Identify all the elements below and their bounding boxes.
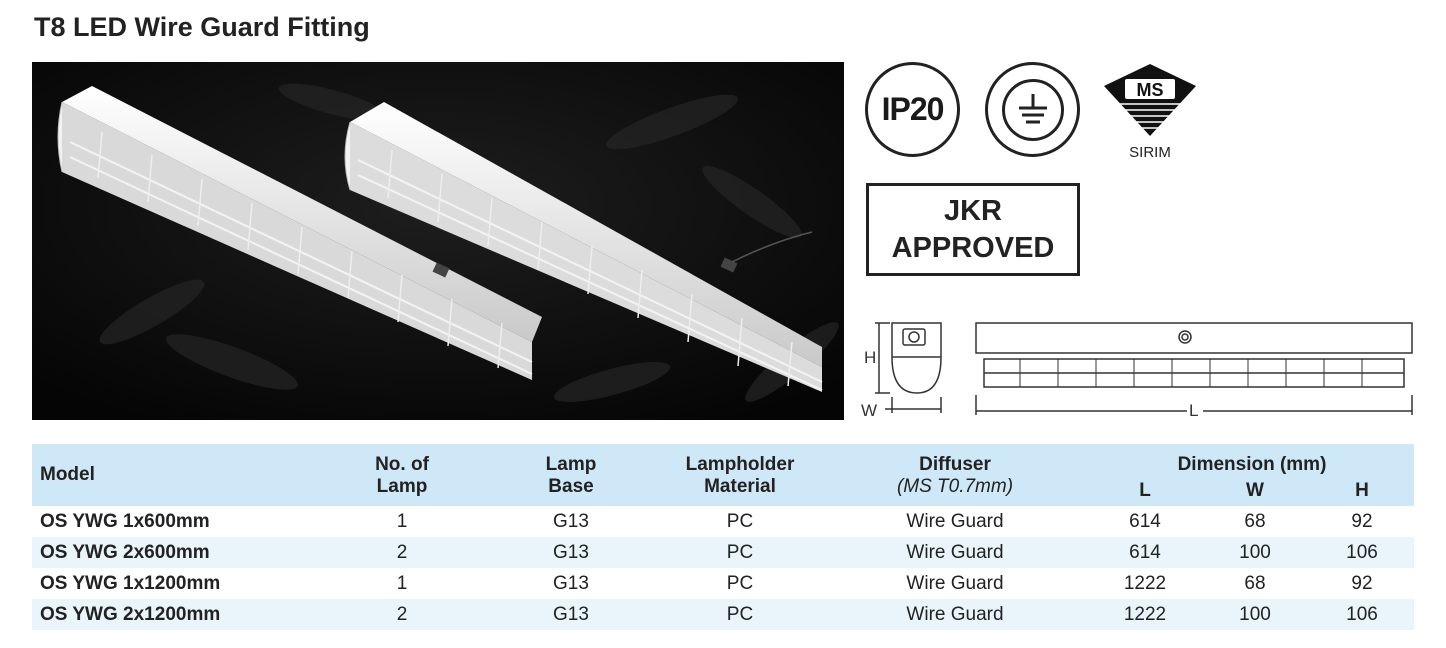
cell-l: 1222 xyxy=(1090,599,1200,630)
header-lampholder-line1: Lampholder xyxy=(660,444,820,476)
approved-line: APPROVED xyxy=(891,231,1055,264)
w-dimension-label: W xyxy=(861,401,877,420)
cell-lamps: 1 xyxy=(396,510,408,532)
cell-h: 106 xyxy=(1310,537,1414,568)
jkr-line: JKR xyxy=(943,194,1002,227)
table-row: OS YWG 1x1200mm 1 G13 PC Wire Guard 1222… xyxy=(32,568,1414,599)
header-dim-h: H xyxy=(1310,476,1414,506)
l-dimension-label: L xyxy=(1189,401,1198,420)
ip20-badge: IP20 xyxy=(865,62,960,157)
page-title: T8 LED Wire Guard Fitting xyxy=(34,12,370,42)
product-photo xyxy=(32,62,844,420)
jkr-approved-badge: JKR APPROVED xyxy=(866,183,1080,276)
cell-holder: PC xyxy=(660,599,820,630)
side-view-drawing xyxy=(975,322,1413,415)
header-lamp-base-line1: Lamp xyxy=(482,444,660,476)
header-no-of-lamp-line2: Lamp xyxy=(322,476,482,506)
cell-holder: PC xyxy=(726,510,754,532)
cell-base: G13 xyxy=(482,599,660,630)
spec-table: Model No. of Lamp Lampholder Diffuser Di… xyxy=(32,444,1414,630)
sirim-label: SIRIM xyxy=(1129,144,1171,161)
cell-w: 100 xyxy=(1200,537,1310,568)
cell-model: OS YWG 2x1200mm xyxy=(32,599,322,630)
cell-h: 92 xyxy=(1351,510,1373,532)
table-row: OS YWG 2x1200mm 2 G13 PC Wire Guard 1222… xyxy=(32,599,1414,630)
cell-w: 100 xyxy=(1200,599,1310,630)
cell-w: 68 xyxy=(1244,510,1266,532)
header-lamp-base-line2: Base xyxy=(482,476,660,506)
cell-diffuser: Wire Guard xyxy=(820,537,1090,568)
cell-diffuser: Wire Guard xyxy=(906,572,1004,594)
table-subheader-row: Lamp Base Material (MS T0.7mm) L W H xyxy=(32,476,1414,506)
header-diffuser: Diffuser xyxy=(820,444,1090,476)
cell-holder: PC xyxy=(726,572,754,594)
cell-lamps: 2 xyxy=(322,599,482,630)
sirim-ms-icon: MS xyxy=(1100,62,1200,162)
cell-h: 92 xyxy=(1351,572,1373,594)
earth-ground-icon xyxy=(1001,78,1064,141)
earth-ground-badge xyxy=(985,62,1080,157)
table-row: OS YWG 2x600mm 2 G13 PC Wire Guard 614 1… xyxy=(32,537,1414,568)
cell-holder: PC xyxy=(660,537,820,568)
cell-base: G13 xyxy=(482,537,660,568)
cell-model: OS YWG 2x600mm xyxy=(32,537,322,568)
header-dim-l: L xyxy=(1090,476,1200,506)
h-dimension-label: H xyxy=(864,348,876,367)
cell-l: 614 xyxy=(1090,537,1200,568)
cell-h: 106 xyxy=(1310,599,1414,630)
end-view-drawing xyxy=(875,322,942,413)
cell-model: OS YWG 1x1200mm xyxy=(40,572,221,594)
table-header-row: Model No. of Lamp Lampholder Diffuser Di… xyxy=(32,444,1414,506)
header-no-of-lamp-line1: No. of xyxy=(322,444,482,476)
header-dim-w: W xyxy=(1200,476,1310,506)
cell-diffuser: Wire Guard xyxy=(906,510,1004,532)
dimension-drawing: H W L xyxy=(855,315,1425,427)
table-row: OS YWG 1x600mm 1 G13 PC Wire Guard 614 6… xyxy=(32,506,1414,537)
cell-lamps: 1 xyxy=(396,572,408,594)
cell-diffuser: Wire Guard xyxy=(820,599,1090,630)
header-dimension: Dimension (mm) xyxy=(1090,444,1414,476)
ip20-label: IP20 xyxy=(881,91,945,127)
cell-l: 1222 xyxy=(1123,572,1167,594)
cell-w: 68 xyxy=(1244,572,1266,594)
cell-lamps: 2 xyxy=(322,537,482,568)
sirim-mark-text: MS xyxy=(1137,80,1164,100)
header-diffuser-sub: (MS T0.7mm) xyxy=(820,476,1090,506)
header-lampholder-line2: Material xyxy=(660,476,820,506)
cell-base: G13 xyxy=(553,572,589,594)
cell-l: 614 xyxy=(1129,510,1161,532)
header-model: Model xyxy=(32,444,322,506)
cell-model: OS YWG 1x600mm xyxy=(40,510,210,532)
cell-base: G13 xyxy=(553,510,589,532)
